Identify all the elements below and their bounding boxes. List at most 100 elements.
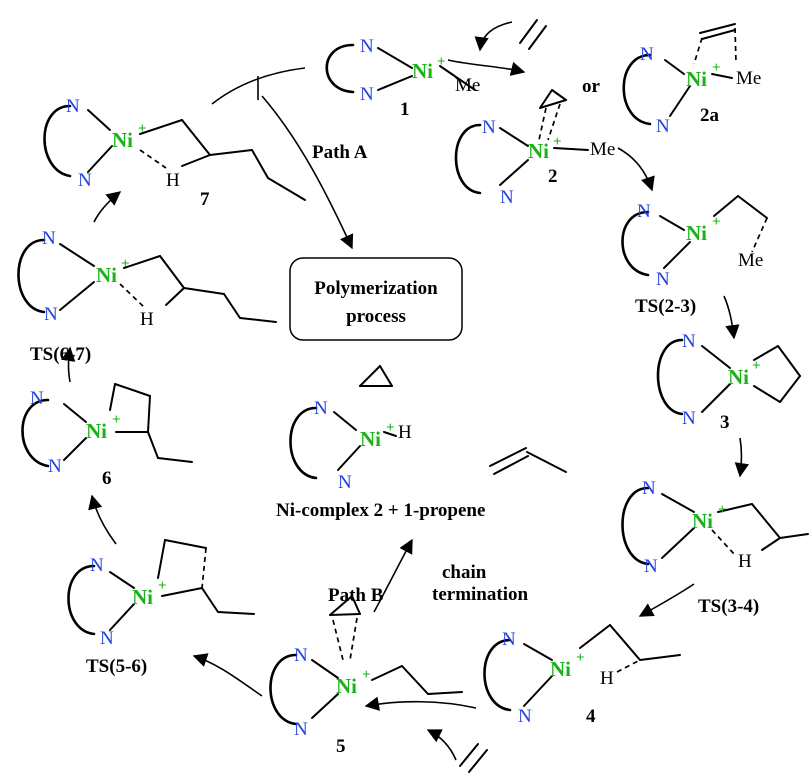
propene [489,447,567,475]
atom-ni: Ni [360,427,381,451]
atom-n: N [100,628,114,649]
label-2a: 2a [700,105,720,126]
label-4: 4 [586,706,596,727]
atom-n: N [90,555,104,576]
label-ts-5-6: TS(5-6) [86,656,147,677]
charge-plus: + [121,256,130,272]
charge-plus: + [576,650,585,666]
ethylene-bottom [459,743,488,773]
central-ni-hydride-complex: N N Ni + H [289,365,412,493]
hydride-label: H [140,309,154,330]
atom-n: N [518,706,532,727]
atom-n: N [637,201,651,222]
atom-n: N [294,645,308,666]
chain-label: chain [442,562,487,583]
label-6: 6 [102,468,112,489]
label-7: 7 [200,189,210,210]
label-ts-6-7: TS(6-7) [30,344,91,365]
box-line-1: Polymerization [314,278,438,299]
atom-n: N [656,116,670,137]
label-1: 1 [400,99,410,120]
atom-n: N [44,304,58,325]
atom-ni: Ni [132,585,153,609]
atom-ni: Ni [96,263,117,287]
polymerization-box: Polymerization process [289,257,463,341]
products-text: Ni-complex 2 + 1-propene [276,500,485,521]
atom-n: N [294,719,308,740]
atom-n: N [48,456,62,477]
atom-ni: Ni [412,59,433,83]
atom-n: N [338,472,352,493]
atom-n: N [360,36,374,57]
charge-plus: + [112,412,121,428]
complex-4: N N Ni + H 4 [483,624,681,727]
hydride-label: H [738,551,752,572]
ethylene-top [519,19,547,50]
atom-ni: Ni [112,128,133,152]
atom-ni: Ni [692,509,713,533]
or-label: or [582,76,601,97]
complex-ts-2-3: N N Ni + Me TS(2-3) [621,195,768,317]
hydride-label: H [166,170,180,191]
complex-3: N N Ni + 3 [656,331,801,433]
charge-plus: + [386,420,395,436]
atom-n: N [42,228,56,249]
path-a-label: Path A [312,142,368,163]
atom-n: N [66,96,80,117]
atom-n: N [644,556,658,577]
charge-plus: + [138,121,147,137]
charge-plus: + [158,578,167,594]
atom-ni: Ni [336,674,357,698]
atom-n: N [682,331,696,352]
path-a-bracket [211,67,354,250]
charge-plus: + [712,60,721,76]
atom-ni: Ni [686,221,707,245]
charge-plus: + [437,54,446,70]
methyl-label: Me [736,68,761,89]
atom-n: N [640,44,654,65]
complex-ts-5-6: N N Ni + TS(5-6) [67,539,255,677]
complex-2a: N N Ni + Me 2a [622,23,761,137]
atom-ni: Ni [528,139,549,163]
charge-plus: + [712,214,721,230]
complex-2: N N Ni + Me 2 [454,89,615,208]
label-5: 5 [336,736,346,757]
atom-n: N [78,170,92,191]
atom-ni: Ni [728,365,749,389]
atom-ni: Ni [686,67,707,91]
label-2: 2 [548,166,558,187]
atom-ni: Ni [550,657,571,681]
charge-plus: + [718,502,727,518]
atom-n: N [500,187,514,208]
atom-n: N [682,408,696,429]
label-ts-3-4: TS(3-4) [698,596,759,617]
atom-n: N [656,269,670,290]
atom-n: N [502,629,516,650]
atom-n: N [314,398,328,419]
complex-6: N N Ni + 6 [21,383,193,489]
path-b-label: Path B [328,585,384,606]
cycle-arrows [61,21,749,761]
complex-ts-6-7: N N Ni + H TS(6-7) [17,228,277,365]
complex-ts-3-4: N N Ni + H TS(3-4) [621,478,809,617]
atom-ni: Ni [86,419,107,443]
complex-5: N N Ni + 5 [269,595,463,757]
complex-7: N N Ni + H 7 [43,96,306,210]
atom-n: N [642,478,656,499]
atom-n: N [360,84,374,105]
methyl-label: Me [455,75,480,96]
methyl-label: Me [590,139,615,160]
methyl-label: Me [738,250,763,271]
atom-n: N [482,117,496,138]
box-line-2: process [346,306,406,327]
charge-plus: + [553,134,562,150]
hydride-label: H [398,422,412,443]
charge-plus: + [362,667,371,683]
hydride-label: H [600,668,614,689]
charge-plus: + [752,358,761,374]
label-3: 3 [720,412,730,433]
termination-label: termination [432,584,528,605]
complex-1: N N Ni + Me 1 [325,36,480,120]
atom-n: N [30,388,44,409]
